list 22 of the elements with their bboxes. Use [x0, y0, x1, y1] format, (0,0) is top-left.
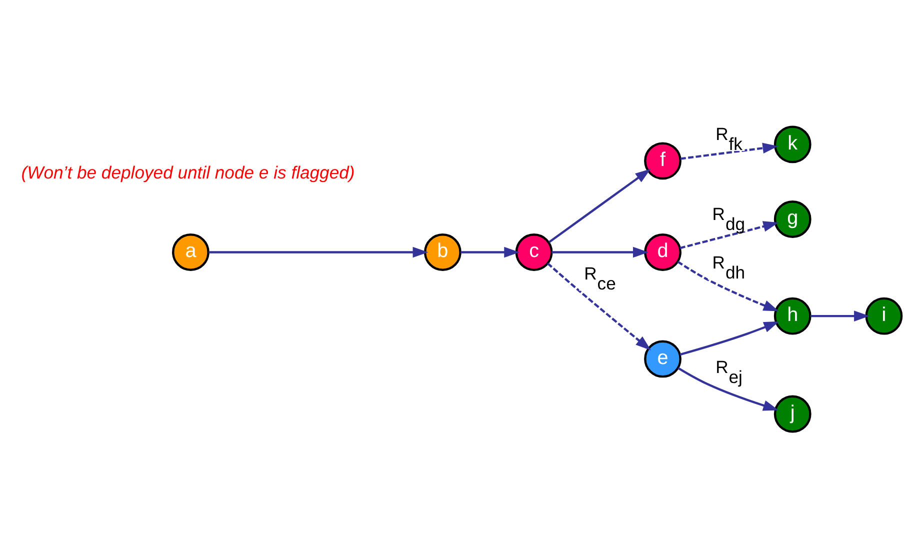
arrow: [552, 246, 648, 258]
node-circle: g: [774, 200, 812, 238]
arrow: [680, 321, 780, 356]
arrow: [677, 260, 779, 312]
node-circle: h: [774, 297, 812, 335]
node-circle: e: [644, 340, 682, 378]
node-circle: a: [172, 234, 210, 271]
node-circle: i: [865, 297, 903, 335]
node-circle: f: [644, 142, 682, 180]
arrow: [208, 246, 428, 258]
arrow: [810, 310, 870, 322]
arrow: [460, 246, 520, 258]
label: (Won’t be deployed until node e is flagged): [21, 162, 355, 182]
node-circle: c: [515, 234, 553, 271]
arrow: [548, 168, 651, 244]
node-circle: b: [424, 234, 462, 271]
node-circle: k: [774, 126, 812, 164]
node-circle: j: [774, 395, 812, 433]
arrow: [678, 367, 779, 411]
arrow: [680, 221, 779, 250]
arrow: [680, 142, 778, 160]
node-circle: d: [644, 234, 682, 271]
